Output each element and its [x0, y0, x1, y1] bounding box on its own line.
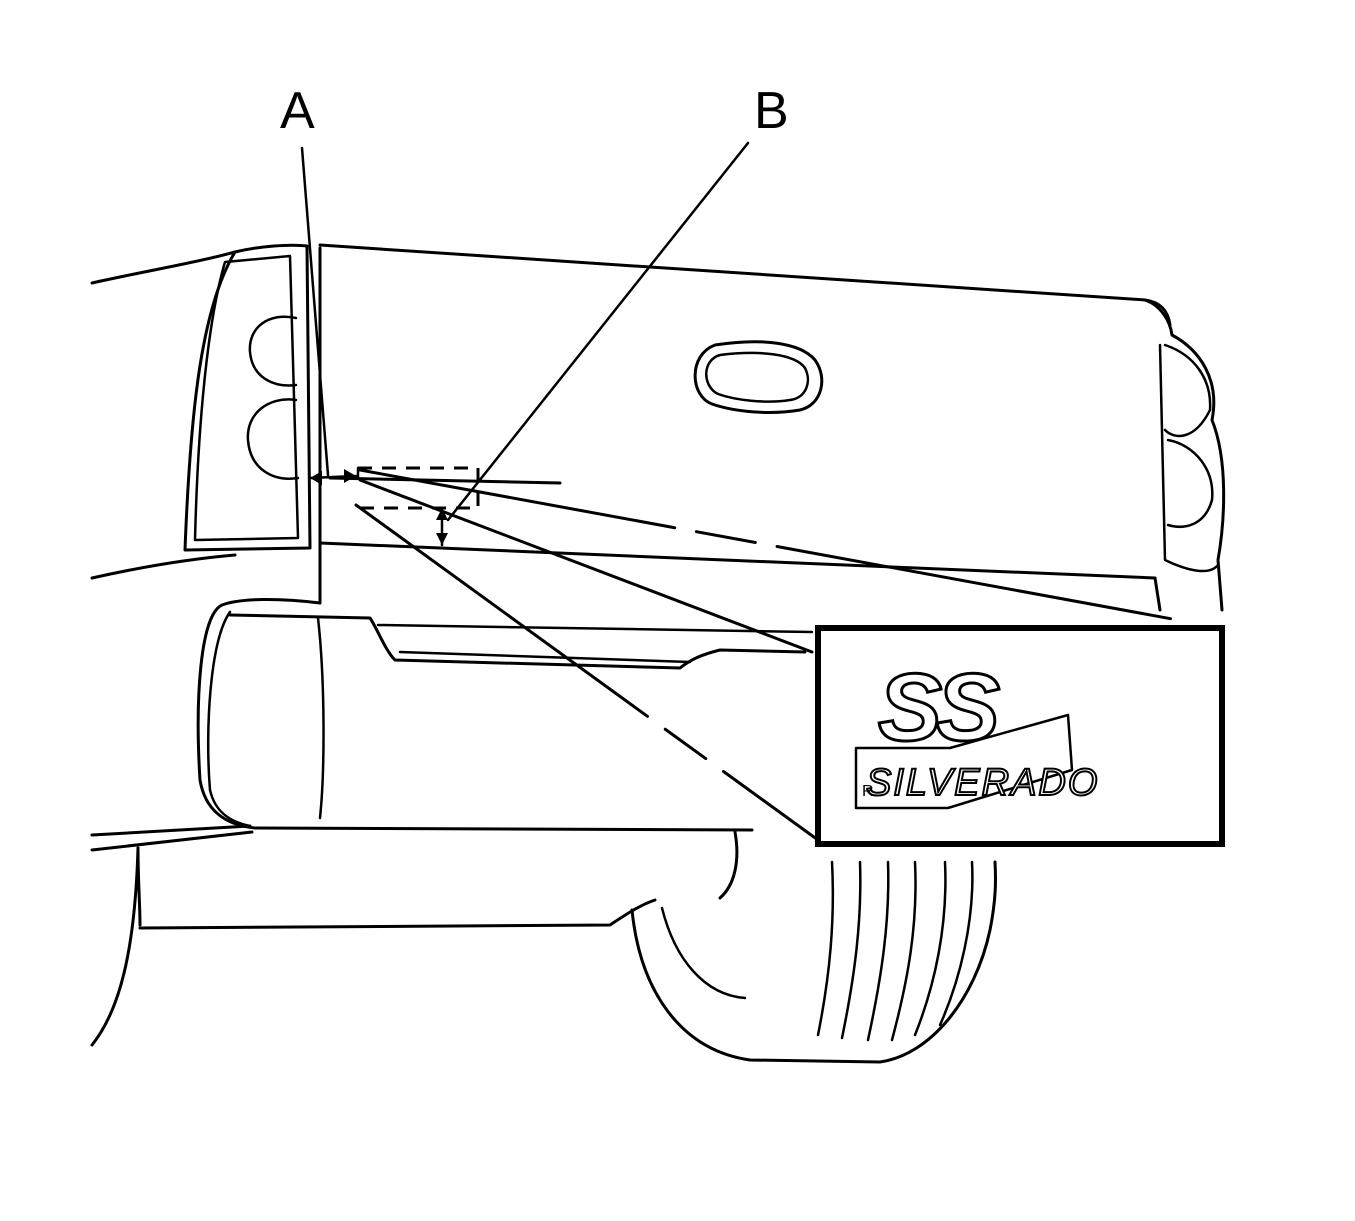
emblem-ss-text: SS: [878, 654, 1000, 761]
detail-projection-lines: [354, 468, 1207, 842]
registered-mark: R: [862, 783, 874, 800]
emblem-detail-inset: SS SILVERADO R: [815, 625, 1225, 847]
dimension-a-arrow: [308, 469, 358, 485]
rear-tire: [630, 860, 997, 1064]
rear-bumper: [90, 598, 814, 1047]
callout-a-leader: [300, 146, 330, 477]
dimension-b-arrow: [436, 506, 448, 547]
left-tail-lamp: [183, 243, 312, 552]
emblem-location-outline: [356, 466, 480, 510]
callout-b-label: B: [754, 82, 789, 140]
truck-body: [90, 243, 1226, 1064]
emblem-model-text: SILVERADO: [866, 762, 1099, 804]
callout-b-leader: [446, 141, 750, 522]
right-tail-lamp: [1143, 298, 1226, 612]
callout-a-label: A: [280, 82, 315, 140]
tailgate-handle: [693, 340, 824, 414]
